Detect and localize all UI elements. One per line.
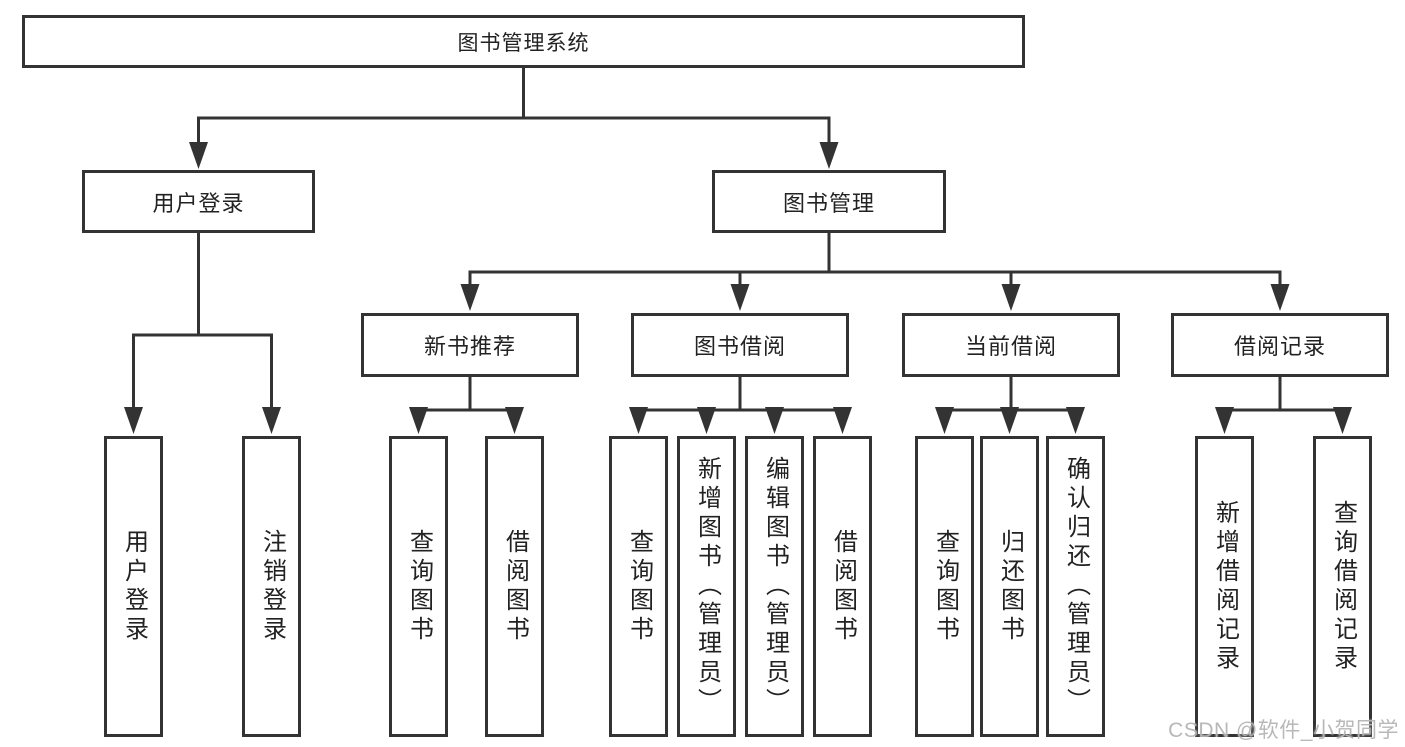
leaf-nb-query-books: 查询图书: [389, 436, 448, 737]
node-book-borrow-label: 图书借阅: [693, 334, 786, 359]
leaf-nb-query-books-label: 查询图书: [405, 528, 433, 645]
leaf-nb-borrow-books: 借阅图书: [485, 436, 544, 737]
leaf-nb-borrow-books-label: 借阅图书: [501, 528, 529, 645]
leaf-logout: 注销登录: [242, 436, 301, 737]
leaf-bb-query-books: 查询图书: [609, 436, 668, 737]
node-root-label: 图书管理系统: [457, 31, 590, 55]
leaf-cb-return-books: 归还图书: [980, 436, 1039, 737]
leaf-user-login-label: 用户登录: [120, 528, 148, 645]
arrowhead-icon: [1066, 407, 1085, 434]
leaf-bb-borrow-books-label: 借阅图书: [829, 528, 857, 645]
leaf-logout-label: 注销登录: [258, 528, 286, 645]
arrowhead-icon: [505, 407, 524, 434]
arrowhead-icon: [1215, 407, 1234, 434]
leaf-cb-confirm-return-admin: 确认归还（管理员）: [1046, 436, 1105, 737]
leaf-cb-confirm-return-admin-label: 确认归还（管理员）: [1062, 456, 1090, 717]
node-user-login-label: 用户登录: [152, 190, 245, 216]
arrowhead-icon: [124, 407, 143, 434]
arrowhead-icon: [262, 407, 281, 434]
leaf-bb-add-books-admin: 新增图书（管理员）: [677, 436, 736, 737]
arrowhead-icon: [1270, 284, 1290, 311]
arrowhead-icon: [1001, 284, 1021, 311]
arrowhead-icon: [833, 407, 852, 434]
node-root: 图书管理系统: [22, 15, 1025, 68]
arrowhead-icon: [819, 142, 839, 169]
arrowhead-icon: [629, 407, 648, 434]
node-book-management-label: 图书管理: [782, 190, 875, 216]
leaf-cb-return-books-label: 归还图书: [996, 528, 1024, 645]
arrowhead-icon: [697, 407, 716, 434]
node-borrow-records: 借阅记录: [1171, 313, 1389, 377]
node-book-borrow: 图书借阅: [631, 313, 849, 377]
leaf-br-add-record: 新增借阅记录: [1195, 436, 1254, 737]
arrowhead-icon: [460, 284, 480, 311]
node-current-borrow: 当前借阅: [902, 313, 1120, 377]
leaf-br-query-record: 查询借阅记录: [1313, 436, 1372, 737]
leaf-bb-borrow-books: 借阅图书: [813, 436, 872, 737]
node-book-management: 图书管理: [712, 170, 946, 233]
node-user-login: 用户登录: [82, 170, 315, 233]
leaf-bb-edit-books-admin: 编辑图书（管理员）: [745, 436, 804, 737]
csdn-watermark: CSDN @软件_小贺同学: [1168, 719, 1399, 742]
node-borrow-records-label: 借阅记录: [1233, 334, 1326, 359]
leaf-bb-edit-books-admin-label: 编辑图书（管理员）: [761, 456, 789, 717]
leaf-cb-query-books-label: 查询图书: [931, 528, 959, 645]
leaf-bb-add-books-admin-label: 新增图书（管理员）: [693, 456, 721, 717]
node-new-books: 新书推荐: [361, 313, 579, 377]
arrowhead-icon: [1333, 407, 1352, 434]
arrowhead-icon: [1000, 407, 1019, 434]
leaf-bb-query-books-label: 查询图书: [625, 528, 653, 645]
node-current-borrow-label: 当前借阅: [964, 334, 1057, 359]
arrowhead-icon: [935, 407, 954, 434]
leaf-br-add-record-label: 新增借阅记录: [1211, 499, 1239, 674]
arrowhead-icon: [189, 142, 208, 169]
leaf-user-login: 用户登录: [104, 436, 163, 737]
arrowhead-icon: [765, 407, 784, 434]
arrowhead-icon: [730, 284, 750, 311]
arrowhead-icon: [409, 407, 428, 434]
node-new-books-label: 新书推荐: [423, 334, 516, 359]
leaf-cb-query-books: 查询图书: [915, 436, 974, 737]
leaf-br-query-record-label: 查询借阅记录: [1329, 499, 1357, 674]
